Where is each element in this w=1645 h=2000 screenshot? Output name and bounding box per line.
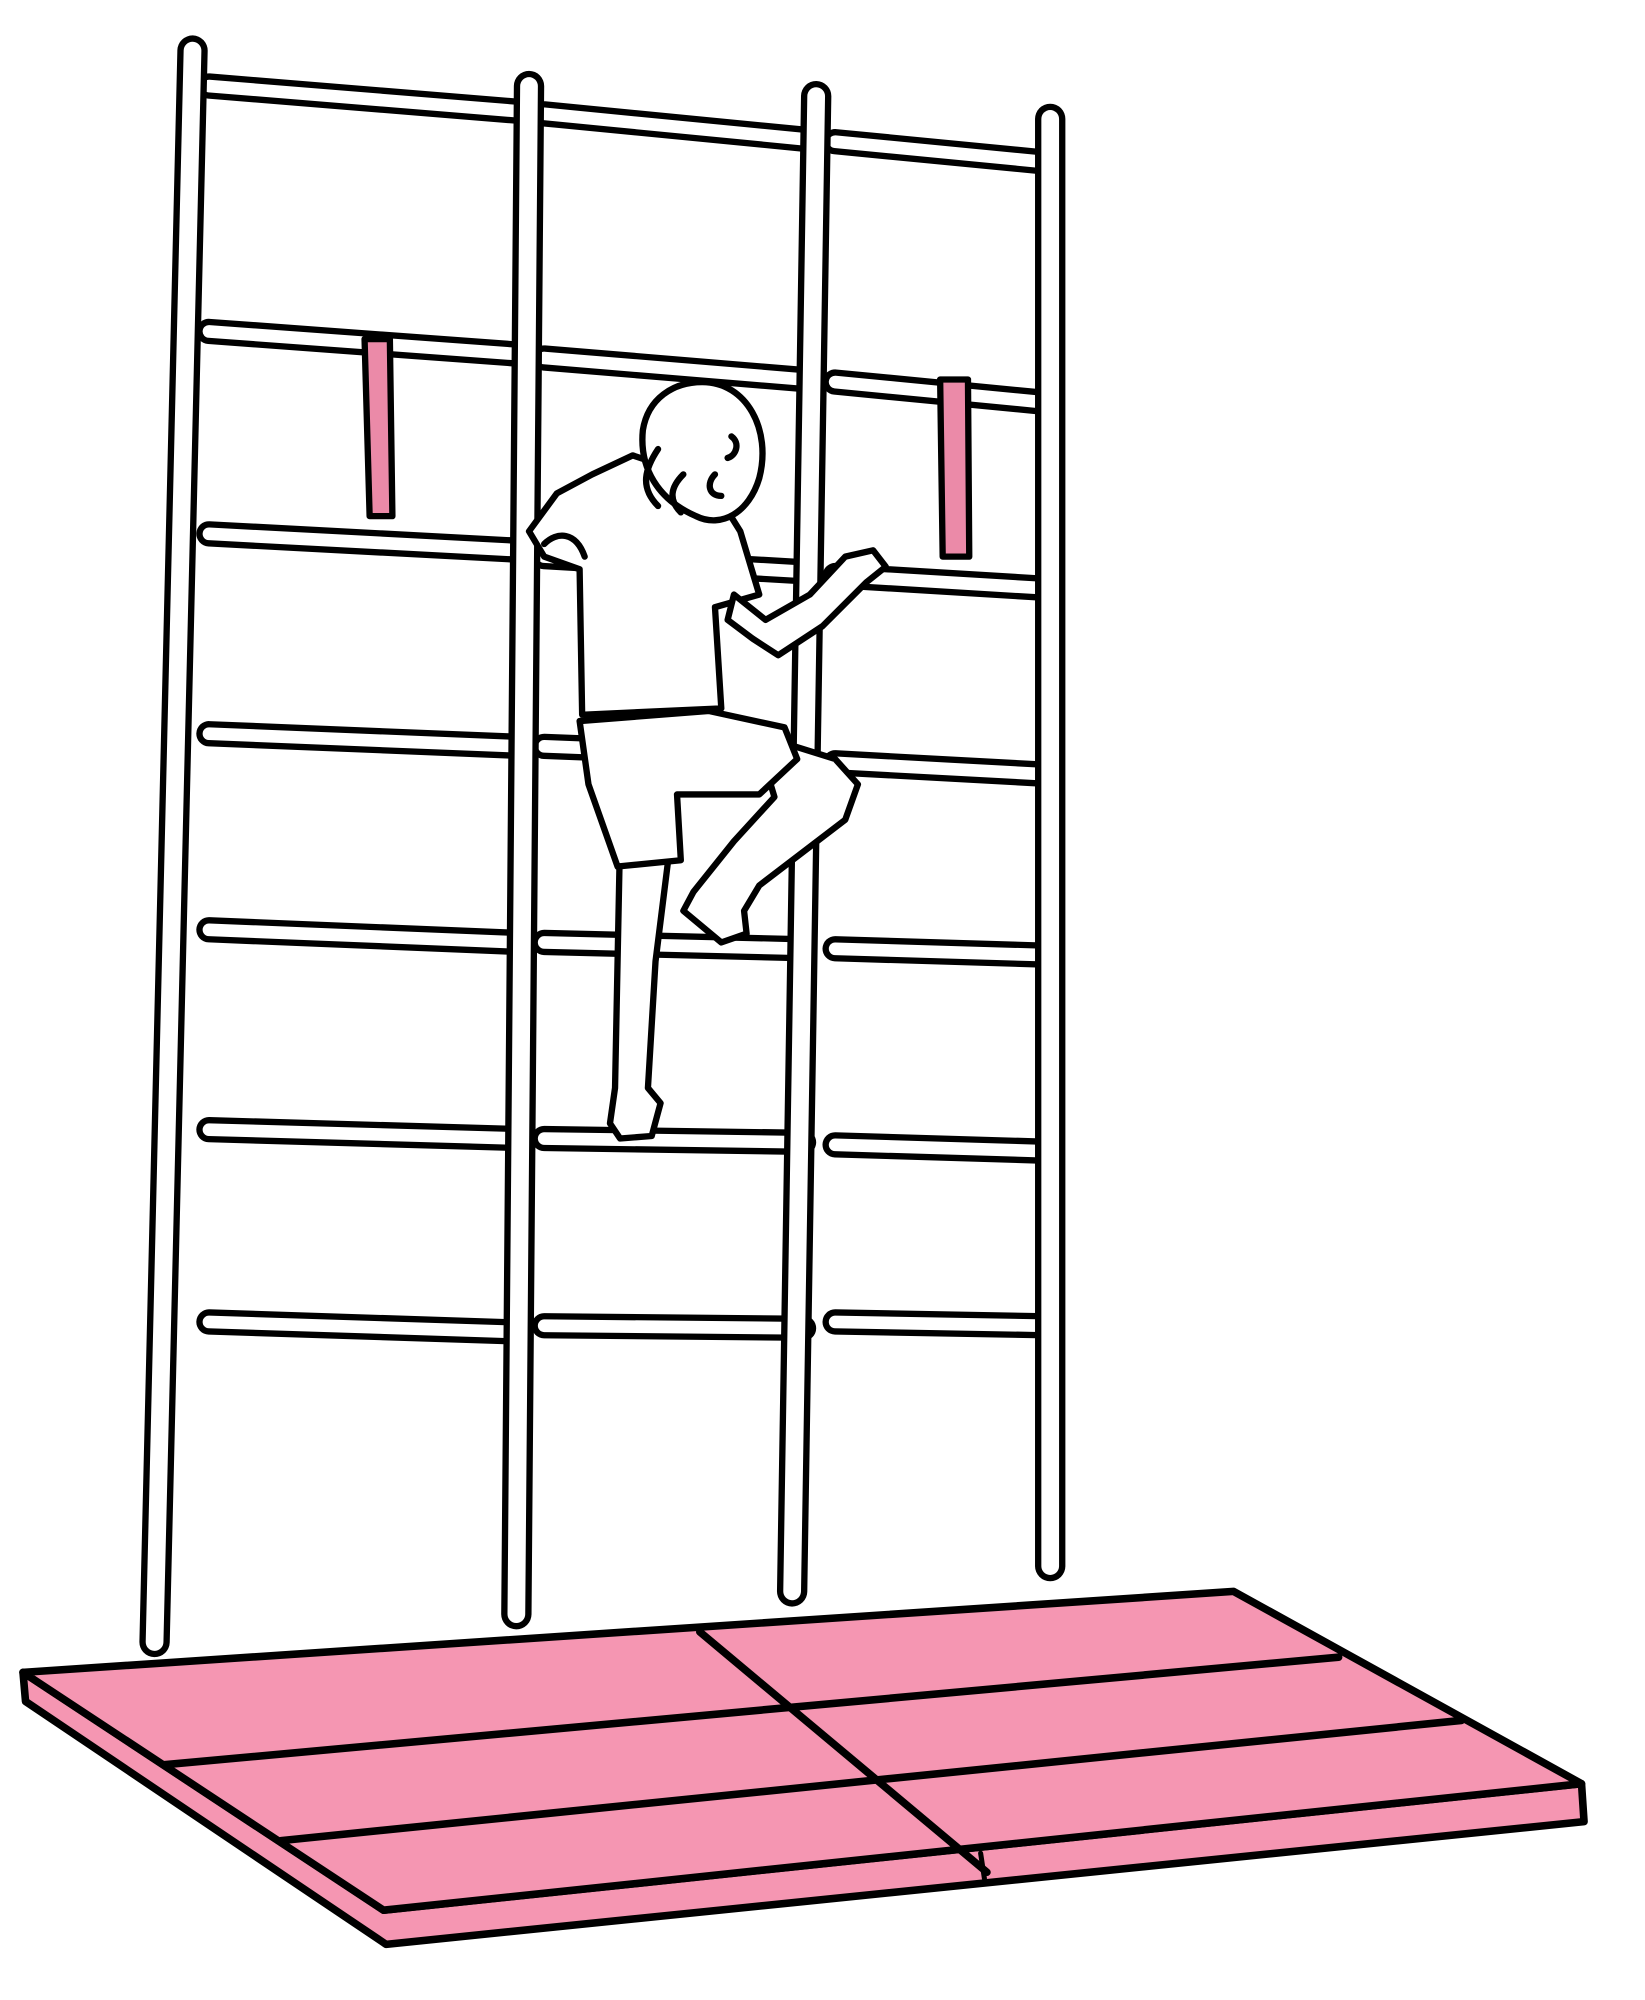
post	[139, 35, 208, 1658]
rung	[531, 101, 817, 152]
rung	[531, 1313, 817, 1341]
rung	[196, 73, 532, 124]
mat-top	[19, 1587, 1586, 1914]
rung	[531, 345, 817, 393]
rung	[822, 936, 1057, 968]
child-back-leg	[606, 831, 672, 1142]
hanging-strap-right	[936, 376, 973, 560]
rung	[196, 1117, 532, 1152]
rung	[822, 1309, 1057, 1339]
rung	[822, 750, 1057, 787]
rung	[196, 917, 532, 956]
rung	[196, 521, 532, 563]
rung	[531, 929, 817, 962]
wall-bar-posts	[139, 35, 1066, 1658]
post	[501, 70, 545, 1630]
rung	[531, 1125, 817, 1155]
rung	[822, 1132, 1057, 1164]
rung	[196, 721, 532, 760]
rung	[822, 129, 1057, 175]
gym-mat	[19, 1587, 1588, 1949]
child-front-leg	[680, 743, 862, 946]
climbing-child	[525, 378, 889, 1142]
child-shorts	[576, 707, 801, 870]
hanging-strap-left	[361, 335, 396, 520]
child-arm	[724, 547, 889, 659]
rung	[196, 1309, 532, 1345]
